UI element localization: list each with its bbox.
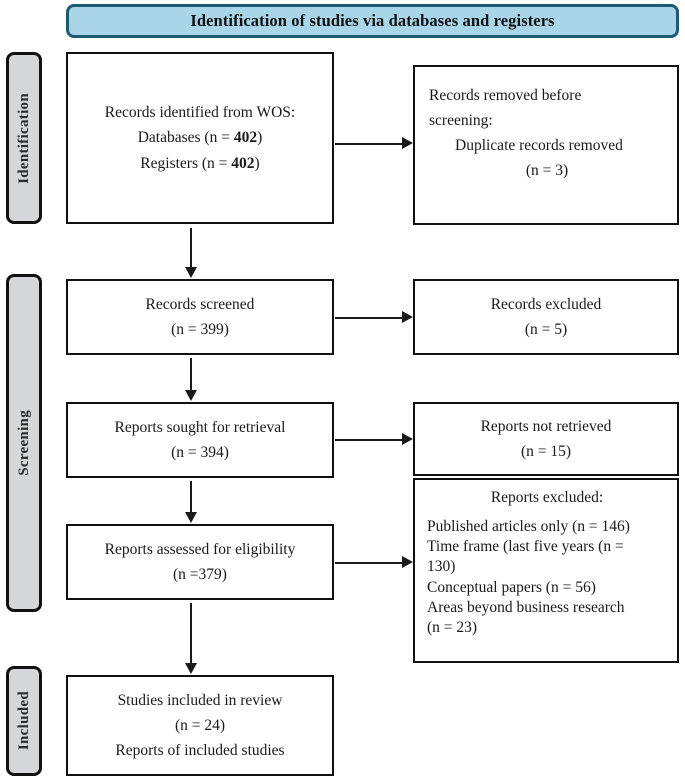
box-records-screened: Records screened (n = 399) [66,279,334,355]
arrow-identified-to-screened [190,228,192,268]
arrow-head-right-icon [402,556,413,568]
reports-included-label: Reports of included studies [115,742,285,760]
reports-not-retrieved-label: Reports not retrieved [480,417,612,435]
stage-label-identification-text: Identification [15,92,32,184]
reports-excluded-item: 130) [427,558,456,576]
databases-count: 402 [233,129,258,147]
box-records-identified: Records identified from WOS: Databases (… [66,52,334,224]
diagram-header-title: Identification of studies via databases … [190,11,555,30]
arrow-screened-to-sought [190,358,192,391]
stage-label-included: Included [6,666,42,776]
box-reports-excluded: Reports excluded: Published articles onl… [413,478,679,663]
studies-included-count: (n = 24) [174,716,226,734]
arrow-screened-to-excluded [335,317,402,319]
records-identified-databases: Databases (n = 402) [68,125,332,150]
reports-excluded-item: Published articles only (n = 146) [427,518,630,536]
reports-not-retrieved-count: (n = 15) [520,443,572,460]
reports-assessed-count: (n =379) [173,566,227,583]
arrow-head-right-icon [402,137,413,149]
reports-assessed-label: Reports assessed for eligibility [104,540,296,558]
databases-paren: ) [257,129,263,147]
records-identified-registers: Registers (n = 402) [68,151,332,176]
stage-label-identification: Identification [6,52,42,224]
records-screened-count: (n = 399) [171,321,229,338]
records-removed-line-1: Records removed before [429,87,582,104]
reports-sought-count: (n = 394) [171,444,229,461]
arrow-assessed-to-excluded-reports [335,562,402,564]
records-excluded-count: (n = 5) [524,321,568,338]
registers-count: 402 [231,154,255,172]
arrow-head-right-icon [402,433,413,445]
records-removed-count: (n = 3) [525,162,569,180]
box-reports-sought: Reports sought for retrieval (n = 394) [66,402,334,478]
arrow-sought-to-not-retrieved [335,439,402,441]
arrow-head-right-icon [402,311,413,323]
reports-excluded-item: Time frame (last five years (n = [427,538,624,556]
reports-excluded-item: Areas beyond business research [427,598,625,616]
records-removed-line-2: screening: [429,112,493,130]
registers-label: Registers (n = [140,154,232,172]
reports-excluded-heading: Reports excluded: [490,489,604,506]
arrow-sought-to-assessed [190,481,192,513]
box-records-removed: Records removed before screening: Duplic… [413,65,679,225]
arrow-head-down-icon [185,512,197,523]
records-screened-label: Records screened [145,295,255,313]
records-excluded-label: Records excluded [490,295,602,313]
stage-label-screening-text: Screening [15,410,32,476]
records-identified-line-1: Records identified from WOS: [104,104,296,122]
databases-label: Databases (n = [137,129,234,147]
box-reports-assessed: Reports assessed for eligibility (n =379… [66,524,334,600]
arrow-identified-to-removed [335,143,402,145]
studies-included-label: Studies included in review [117,691,283,709]
arrow-head-down-icon [185,390,197,401]
arrow-head-down-icon [185,267,197,278]
box-reports-not-retrieved: Reports not retrieved (n = 15) [413,402,679,476]
reports-sought-label: Reports sought for retrieval [114,418,286,436]
arrow-assessed-to-included [190,603,192,664]
registers-paren: ) [254,154,260,172]
stage-label-screening: Screening [6,274,42,612]
arrow-head-down-icon [185,663,197,674]
reports-excluded-item: (n = 23) [427,618,478,636]
diagram-header-banner: Identification of studies via databases … [66,4,679,38]
records-removed-duplicates: Duplicate records removed [455,137,623,155]
stage-label-included-text: Included [15,691,32,751]
reports-excluded-item: Conceptual papers (n = 56) [427,578,596,596]
box-studies-included: Studies included in review (n = 24) Repo… [66,675,334,776]
box-records-excluded: Records excluded (n = 5) [413,279,679,355]
